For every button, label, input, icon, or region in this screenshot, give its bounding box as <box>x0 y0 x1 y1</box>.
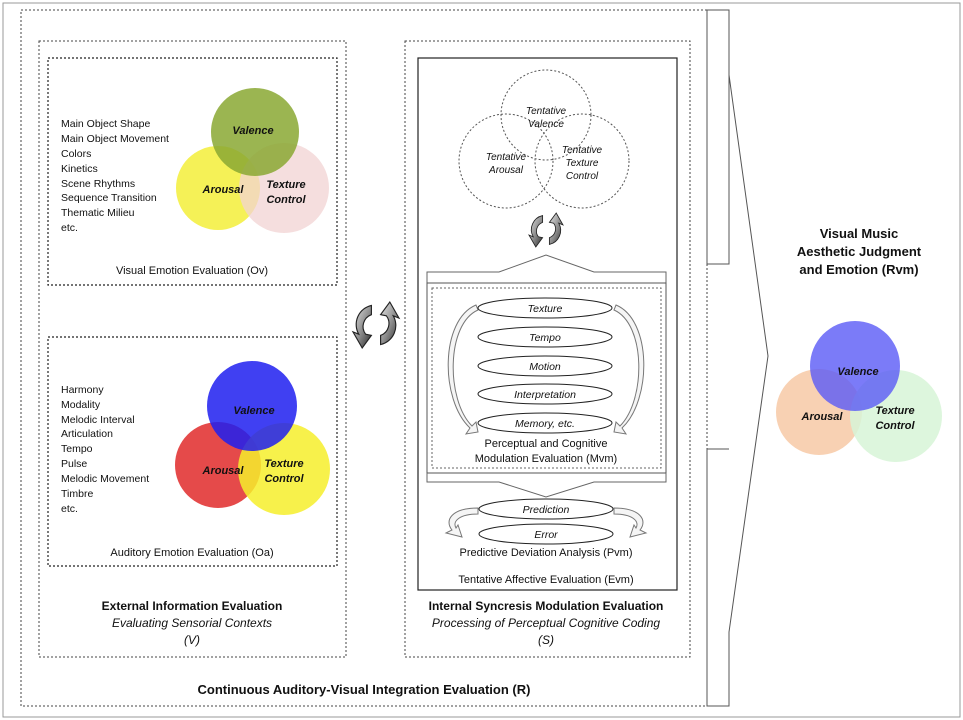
result-texture-label: Texture <box>875 405 914 417</box>
tentative-valence-circle <box>500 69 592 161</box>
oval-error-label: Error <box>534 529 558 541</box>
oval-interpretation-label: Interpretation <box>514 389 576 401</box>
result-valence-label: Valence <box>837 366 878 378</box>
auditory-item: etc. <box>61 503 78 515</box>
cycle-arrows-icon <box>528 212 564 248</box>
tentative-arousal-label: Tentative <box>486 152 527 163</box>
result-title: Aesthetic Judgment <box>797 244 922 259</box>
auditory-emotion-caption: Auditory Emotion Evaluation (Oa) <box>110 547 273 559</box>
visual-item: etc. <box>61 222 78 234</box>
tentative-valence-label: Tentative <box>526 106 567 117</box>
affective-caption: Tentative Affective Evaluation (Evm) <box>458 574 633 586</box>
oval-prediction <box>478 498 614 520</box>
result-title: Visual Music <box>820 226 899 241</box>
auditory-item: Tempo <box>61 443 93 455</box>
right-curved-arrow <box>613 304 645 435</box>
oval-memory-label: Memory, etc. <box>515 418 575 430</box>
tentative-affective-box <box>417 57 678 591</box>
auditory-arousal-label: Arousal <box>202 465 245 477</box>
auditory-valence-circle <box>207 361 297 451</box>
tentative-venn <box>458 69 630 209</box>
auditory-texture-label: Texture <box>264 458 303 470</box>
auditory-item: Articulation <box>61 428 113 440</box>
predictive-left-arrow <box>444 507 479 538</box>
auditory-emotion-box <box>47 336 338 567</box>
tentative-valence-label: Valence <box>528 119 564 130</box>
internal-title: Internal Syncresis Modulation Evaluation <box>429 599 664 613</box>
visual-venn <box>176 88 329 233</box>
visual-control-label: Control <box>266 194 306 206</box>
internal-evaluation-box <box>404 40 691 658</box>
external-evaluation-box <box>38 40 347 658</box>
oval-interpretation <box>477 383 613 405</box>
left-curved-arrow <box>447 304 479 435</box>
oval-prediction-label: Prediction <box>523 504 570 516</box>
tentative-texture-circle <box>534 113 630 209</box>
auditory-item: Harmony <box>61 384 104 396</box>
oval-tempo-label: Tempo <box>529 332 561 344</box>
external-symbol: (V) <box>184 633 200 647</box>
visual-texture-label: Texture <box>266 179 305 191</box>
visual-valence-circle <box>211 88 299 176</box>
visual-item: Scene Rhythms <box>61 178 135 190</box>
visual-item: Thematic Milieu <box>61 207 135 219</box>
result-arousal-label: Arousal <box>801 411 844 423</box>
upward-arrow <box>426 254 667 284</box>
oval-motion <box>477 355 613 377</box>
oval-error <box>478 523 614 545</box>
internal-subtitle: Processing of Perceptual Cognitive Codin… <box>432 616 660 630</box>
internal-symbol: (S) <box>538 633 554 647</box>
auditory-item: Modality <box>61 399 101 411</box>
visual-emotion-caption: Visual Emotion Evaluation (Ov) <box>116 265 268 277</box>
integration-title: Continuous Auditory-Visual Integration E… <box>198 682 531 697</box>
oval-motion-label: Motion <box>529 361 561 373</box>
result-valence-circle <box>810 321 900 411</box>
modulation-caption: Modulation Evaluation (Mvm) <box>475 453 617 465</box>
result-control-label: Control <box>875 420 915 432</box>
oval-texture <box>477 297 613 319</box>
auditory-item: Timbre <box>61 488 93 500</box>
oval-tempo <box>477 326 613 348</box>
predictive-caption: Predictive Deviation Analysis (Pvm) <box>459 547 632 559</box>
visual-valence-label: Valence <box>232 125 273 137</box>
modulation-box <box>426 282 667 474</box>
auditory-item: Melodic Interval <box>61 414 135 426</box>
auditory-venn <box>175 361 330 515</box>
modulation-caption: Perceptual and Cognitive <box>485 438 608 450</box>
downward-arrow <box>426 473 667 498</box>
oval-memory <box>477 412 613 434</box>
tentative-arousal-label: Arousal <box>488 165 524 176</box>
tentative-texture-label: Control <box>566 171 599 182</box>
auditory-control-label: Control <box>264 473 304 485</box>
modulation-ovals <box>477 297 613 434</box>
visual-item: Kinetics <box>61 163 98 175</box>
result-title: and Emotion (Rvm) <box>799 262 918 277</box>
auditory-valence-label: Valence <box>233 405 274 417</box>
visual-item: Colors <box>61 148 91 160</box>
oval-texture-label: Texture <box>528 303 563 315</box>
modulation-inner-box <box>431 287 662 469</box>
external-title: External Information Evaluation <box>102 599 283 613</box>
integration-arrow <box>706 9 769 707</box>
cycle-arrows-icon <box>352 301 400 349</box>
visual-arousal-label: Arousal <box>202 184 245 196</box>
outer-integration-box <box>20 9 708 707</box>
visual-item: Main Object Movement <box>61 133 169 145</box>
visual-emotion-box <box>47 57 338 286</box>
tentative-arousal-circle <box>458 113 554 209</box>
external-subtitle: Evaluating Sensorial Contexts <box>112 616 272 630</box>
visual-item: Sequence Transition <box>61 192 157 204</box>
result-venn <box>776 321 942 462</box>
visual-item: Main Object Shape <box>61 118 150 130</box>
predictive-right-arrow <box>613 507 648 538</box>
auditory-item: Pulse <box>61 458 87 470</box>
tentative-texture-label: Texture <box>566 158 599 169</box>
auditory-item: Melodic Movement <box>61 473 149 485</box>
tentative-texture-label: Tentative <box>562 145 603 156</box>
